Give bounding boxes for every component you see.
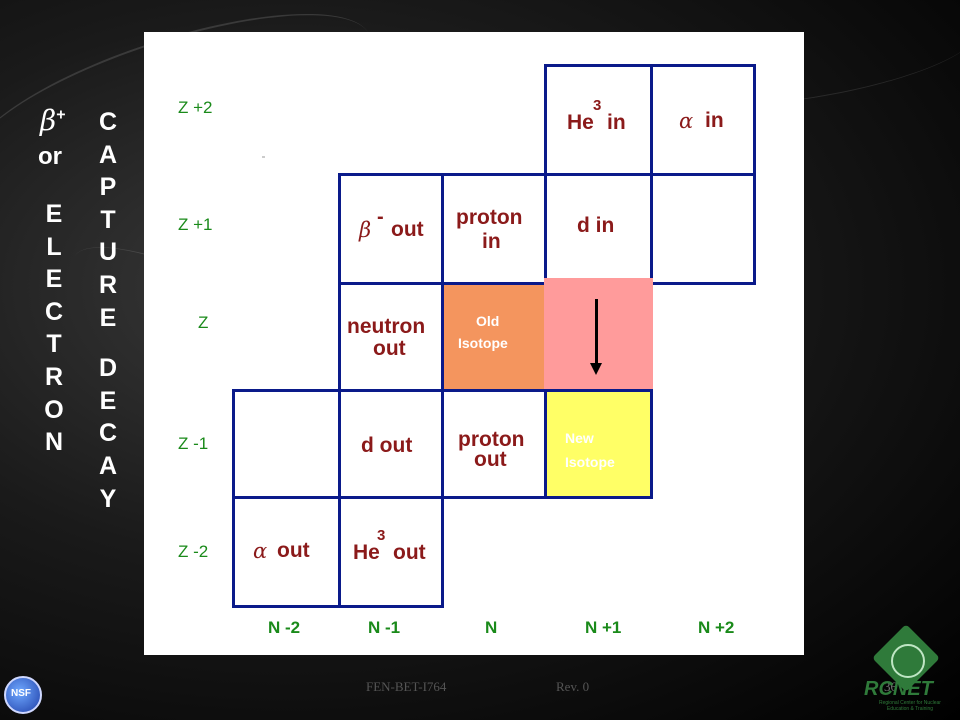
vertical-letter: A	[98, 140, 118, 169]
d-out-text: d out	[361, 434, 413, 457]
cell-old-isotope: Old Isotope	[441, 282, 547, 392]
old-isotope-line1: Old	[476, 313, 500, 329]
cell-proton-in: proton in	[441, 173, 547, 285]
nsf-logo-text: NSF	[11, 688, 31, 699]
alpha-in-text: in	[705, 109, 724, 132]
cell-he3-out: He 3 out	[338, 496, 444, 608]
he3-out-he: He	[353, 541, 380, 564]
vertical-letter: T	[46, 330, 62, 359]
cell-d-out: d out	[338, 389, 444, 499]
col-label-n-plus-2: N +2	[698, 618, 735, 637]
footer-page-number: 36	[884, 679, 897, 694]
beta-minus-out-text: out	[391, 218, 424, 241]
proton-out-line1: proton	[458, 428, 525, 451]
row-label-z-plus-1: Z +1	[178, 215, 213, 234]
row-label-z-minus-2: Z -2	[178, 542, 209, 561]
col-label-n-plus-1: N +1	[585, 618, 622, 637]
beta-minus-icon: β	[359, 218, 372, 242]
alpha-out-text: out	[277, 539, 310, 562]
or-label: or	[38, 143, 62, 170]
proton-in-line2: in	[482, 230, 501, 253]
old-isotope-line2: Isotope	[458, 335, 508, 351]
cell-new-isotope: New Isotope	[544, 389, 653, 499]
vertical-letter: E	[99, 386, 117, 415]
cell-d-in: d in	[544, 173, 653, 285]
rcnet-logo: RCNET Regional Center for Nuclear Educat…	[858, 624, 956, 718]
rcnet-logo-text: RCNET	[864, 678, 933, 700]
he3-in-sup: 3	[593, 97, 602, 114]
vertical-letter: E	[45, 265, 63, 294]
vertical-letter: C	[98, 419, 118, 448]
beta-plus-label: β+	[40, 104, 66, 137]
nsf-logo: NSF	[4, 676, 42, 714]
he3-in-he: He	[567, 111, 594, 134]
vertical-letter: C	[98, 108, 118, 136]
vertical-letter: R	[44, 362, 64, 391]
vertical-letter: L	[46, 232, 62, 261]
col-label-n-minus-1: N -1	[368, 618, 401, 637]
vertical-letter: O	[44, 395, 64, 424]
beta-plus-sup: +	[56, 106, 66, 124]
vertical-letter: C	[44, 297, 64, 326]
neutron-out-line2: out	[373, 337, 406, 360]
cell-beta-minus-out: β - out	[338, 173, 444, 285]
vertical-letter: Y	[99, 484, 117, 513]
row-label-z: Z	[198, 313, 209, 332]
footer-doc-id: FEN-BET-I764	[366, 679, 447, 694]
vertical-letter: D	[98, 354, 118, 383]
proton-out-line2: out	[474, 448, 507, 471]
alpha-out-icon: α	[253, 539, 268, 563]
proton-in-line1: proton	[456, 206, 523, 229]
cell-proton-out: proton out	[441, 389, 547, 499]
footer-rev: Rev. 0	[556, 679, 590, 694]
rcnet-logo-subtext: Regional Center for Nuclear Education & …	[879, 700, 941, 712]
vertical-letter: U	[98, 238, 118, 267]
beta-symbol: β	[40, 104, 57, 137]
cell-neutron-out: neutron out	[338, 282, 444, 392]
vertical-letter: T	[100, 205, 116, 234]
row-label-z-minus-1: Z -1	[178, 434, 209, 453]
vertical-letter: N	[44, 428, 64, 457]
vertical-letter: A	[98, 451, 118, 480]
cell-he3-in: He 3 in	[544, 64, 653, 176]
vertical-letter: E	[45, 200, 63, 228]
neutron-out-line1: neutron	[347, 315, 426, 338]
col-label-n-minus-2: N -2	[268, 618, 301, 637]
down-arrow-icon	[595, 299, 598, 371]
he3-out-suffix: out	[393, 541, 426, 564]
cell-decay-highlight	[544, 278, 653, 392]
cell-empty-z1-n2	[650, 173, 756, 285]
down-arrow-head	[590, 363, 602, 375]
col-label-n: N	[485, 618, 498, 637]
cell-empty-z-1-n-2	[232, 389, 341, 499]
d-in-text: d in	[577, 214, 615, 237]
beta-minus-sup: -	[377, 206, 384, 228]
new-isotope-line2: Isotope	[565, 454, 615, 470]
new-isotope-line1: New	[565, 430, 594, 446]
he3-out-sup: 3	[377, 527, 386, 544]
vertical-letter: E	[99, 303, 117, 332]
row-label-z-plus-2: Z +2	[178, 98, 213, 117]
vertical-letter: P	[99, 173, 117, 202]
vertical-letter: R	[98, 270, 118, 299]
cell-alpha-out: α out	[232, 496, 341, 608]
alpha-icon: α	[679, 109, 694, 133]
cell-alpha-in: α in	[650, 64, 756, 176]
he3-in-suffix: in	[607, 111, 626, 134]
